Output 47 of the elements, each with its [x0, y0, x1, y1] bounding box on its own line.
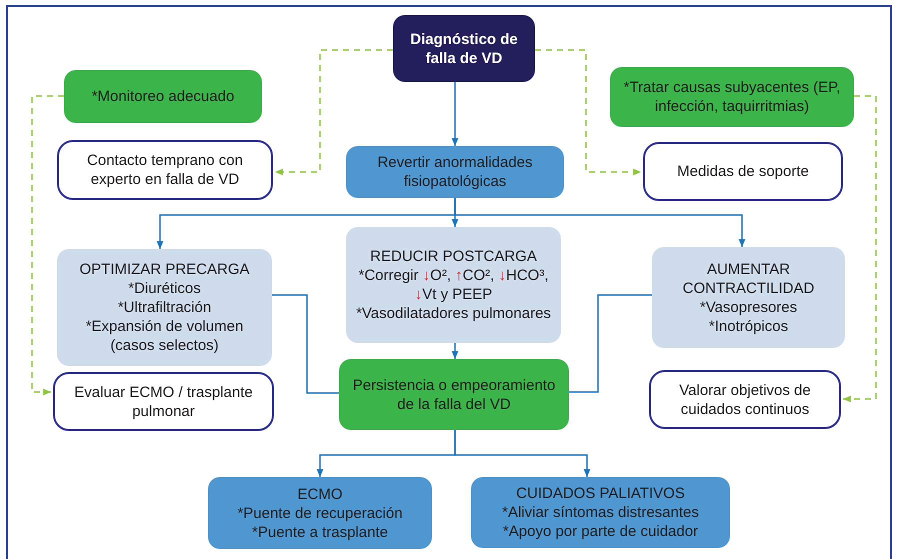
arrow [454, 198, 746, 247]
action-box [339, 359, 569, 430]
box-text: Evaluar ECMO / trasplante pulmonar [73, 382, 254, 420]
dashed-arrow [535, 49, 641, 176]
box-heading: AUMENTAR CONTRACTILIDAD [682, 260, 816, 298]
treatment-box [346, 227, 561, 343]
box-heading: REDUCIR POSTCARGA [370, 247, 537, 266]
box-text: Valorar objetivos de cuidados continuos [678, 380, 812, 418]
box-text: Contacto temprano con experto en falla de VD [86, 151, 244, 189]
box-text: *Tratar causas subyacentes (EP, infección, taquirritmias) [622, 78, 842, 116]
start-box [393, 15, 535, 82]
outline-box [643, 142, 843, 201]
outline-box [53, 372, 274, 431]
process-box [471, 477, 730, 548]
list-item: *Aliviar síntomas distresantes [502, 503, 699, 522]
list-item: *Apoyo por parte de cuidador [502, 522, 698, 541]
treatment-box [57, 249, 272, 366]
list-item: *Ultrafiltración [118, 298, 212, 317]
list-item: *Inotrópicos [708, 316, 788, 336]
box-heading: OPTIMIZAR PRECARGA [79, 260, 250, 279]
action-box [610, 67, 854, 127]
outline-box [649, 370, 841, 429]
dashed-arrow [31, 95, 64, 396]
box-text: *Monitoreo adecuado [92, 87, 234, 106]
dashed-arrow [843, 95, 877, 402]
list-item: *Puente de recuperación [237, 504, 403, 522]
box-text: Revertir anormalidades fisiopatológicas [376, 153, 534, 191]
list-item: *Puente a trasplante [252, 522, 388, 542]
list-item: *Corregir ↓O², ↑CO², ↓HCO³, ↓Vt y PEEP [357, 266, 550, 304]
action-box [64, 70, 262, 123]
box-heading: CUIDADOS PALIATIVOS [516, 484, 685, 503]
dashed-arrow [275, 49, 393, 176]
list-item: *Vasodilatadores pulmonares [356, 304, 551, 323]
list-item: *Diuréticos [128, 279, 201, 298]
outline-box [57, 140, 273, 200]
box-text: Medidas de soporte [677, 162, 809, 181]
box-text: Persistencia o empeoramiento de la falla del VD [352, 376, 556, 414]
list-item: *Expansión de volumen (casos selectos) [84, 317, 244, 355]
list-item: *Vasopresores [700, 298, 798, 316]
arrow [452, 343, 458, 359]
arrow [454, 430, 590, 477]
arrow [452, 82, 458, 146]
box-heading: ECMO [298, 484, 342, 504]
box-text: Diagnóstico de falla de VD [409, 30, 519, 68]
process-box [208, 477, 432, 549]
process-box [346, 146, 564, 198]
treatment-box [652, 247, 845, 348]
